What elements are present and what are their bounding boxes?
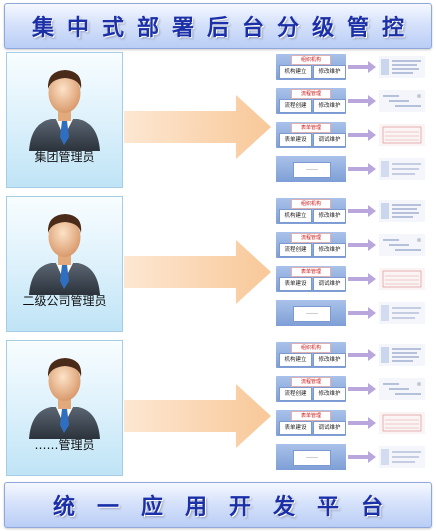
flow-arrow [124, 240, 271, 304]
mini-arrow-icon [348, 417, 376, 429]
module-button[interactable]: 表单建设 [279, 133, 312, 147]
mini-arrow-icon [348, 61, 376, 73]
header-banner: 集中式部署后台分级管控 [4, 3, 432, 49]
screenshot-thumbnail [379, 90, 425, 112]
screenshot-thumbnail [379, 200, 425, 222]
module-button[interactable]: 修改维护 [313, 243, 346, 257]
screenshot-thumbnail [379, 302, 425, 324]
module-title: 表单管理 [291, 123, 331, 133]
module-button[interactable]: 调试维护 [313, 421, 346, 435]
admin-card-subsidiary: 二级公司管理员 [6, 196, 123, 332]
module-button[interactable]: 修改维护 [313, 99, 346, 113]
module-more: …… [276, 156, 346, 182]
module-title: 组织机构 [291, 199, 331, 209]
module-button[interactable]: 流程创建 [279, 243, 312, 257]
mini-arrow-icon [348, 349, 376, 361]
mini-arrow-icon [348, 163, 376, 175]
screenshot-thumbnail [379, 378, 425, 400]
module-panel: 组织机构 机构建立 修改维护 流程管理 流程创建 修改维护 表单管理 表单建设 … [276, 196, 430, 330]
admin-card-group: 集团管理员 [6, 52, 123, 188]
module-button[interactable]: 机构建立 [279, 209, 312, 223]
mini-arrow-icon [348, 307, 376, 319]
module-button[interactable]: 修改维护 [313, 387, 346, 401]
module-button[interactable]: 修改维护 [313, 209, 346, 223]
screenshot-thumbnail [379, 344, 425, 366]
mini-arrow-icon [348, 383, 376, 395]
module-flow: 流程管理 流程创建 修改维护 [276, 376, 346, 402]
module-button[interactable]: 表单建设 [279, 421, 312, 435]
module-button[interactable]: 表单建设 [279, 277, 312, 291]
businessman-avatar-icon [29, 70, 100, 151]
module-org: 组织机构 机构建立 修改维护 [276, 342, 346, 368]
module-panel: 组织机构 机构建立 修改维护 流程管理 流程创建 修改维护 表单管理 表单建设 … [276, 52, 430, 186]
module-button[interactable]: 机构建立 [279, 65, 312, 79]
module-button[interactable]: 修改维护 [313, 65, 346, 79]
module-flow: 流程管理 流程创建 修改维护 [276, 88, 346, 114]
module-more-label[interactable]: …… [293, 162, 331, 178]
screenshot-thumbnail [379, 268, 425, 290]
module-org: 组织机构 机构建立 修改维护 [276, 54, 346, 80]
mini-arrow-icon [348, 239, 376, 251]
screenshot-thumbnail [379, 158, 425, 180]
module-more: …… [276, 444, 346, 470]
module-title: 流程管理 [291, 377, 331, 387]
mini-arrow-icon [348, 95, 376, 107]
module-panel: 组织机构 机构建立 修改维护 流程管理 流程创建 修改维护 表单管理 表单建设 … [276, 340, 430, 474]
flow-arrow [124, 95, 271, 159]
businessman-avatar-icon [29, 214, 100, 295]
module-title: 表单管理 [291, 267, 331, 277]
module-button[interactable]: 调试维护 [313, 277, 346, 291]
admin-label: 二级公司管理员 [22, 294, 107, 308]
admin-card-other: ……管理员 [6, 340, 123, 476]
admin-label: ……管理员 [34, 438, 95, 452]
module-button[interactable]: 修改维护 [313, 353, 346, 367]
mini-arrow-icon [348, 451, 376, 463]
module-title: 组织机构 [291, 343, 331, 353]
module-button[interactable]: 流程创建 [279, 387, 312, 401]
header-title: 集中式部署后台分级管控 [31, 16, 417, 41]
module-title: 流程管理 [291, 89, 331, 99]
mini-arrow-icon [348, 205, 376, 217]
screenshot-thumbnail [379, 412, 425, 434]
module-more-label[interactable]: …… [293, 450, 331, 466]
module-more: …… [276, 300, 346, 326]
module-button[interactable]: 流程创建 [279, 99, 312, 113]
flow-arrow [124, 384, 271, 448]
module-form: 表单管理 表单建设 调试维护 [276, 122, 346, 148]
mini-arrow-icon [348, 129, 376, 141]
screenshot-thumbnail [379, 234, 425, 256]
module-title: 流程管理 [291, 233, 331, 243]
mini-arrow-icon [348, 273, 376, 285]
module-form: 表单管理 表单建设 调试维护 [276, 266, 346, 292]
module-button[interactable]: 机构建立 [279, 353, 312, 367]
screenshot-thumbnail [379, 446, 425, 468]
module-form: 表单管理 表单建设 调试维护 [276, 410, 346, 436]
footer-title: 统一应用开发平台 [52, 495, 405, 520]
screenshot-thumbnail [379, 124, 425, 146]
screenshot-thumbnail [379, 56, 425, 78]
module-title: 表单管理 [291, 411, 331, 421]
module-flow: 流程管理 流程创建 修改维护 [276, 232, 346, 258]
businessman-avatar-icon [29, 358, 100, 439]
module-title: 组织机构 [291, 55, 331, 65]
module-org: 组织机构 机构建立 修改维护 [276, 198, 346, 224]
module-button[interactable]: 调试维护 [313, 133, 346, 147]
admin-label: 集团管理员 [34, 150, 95, 164]
footer-banner: 统一应用开发平台 [4, 482, 432, 528]
module-more-label[interactable]: …… [293, 306, 331, 322]
